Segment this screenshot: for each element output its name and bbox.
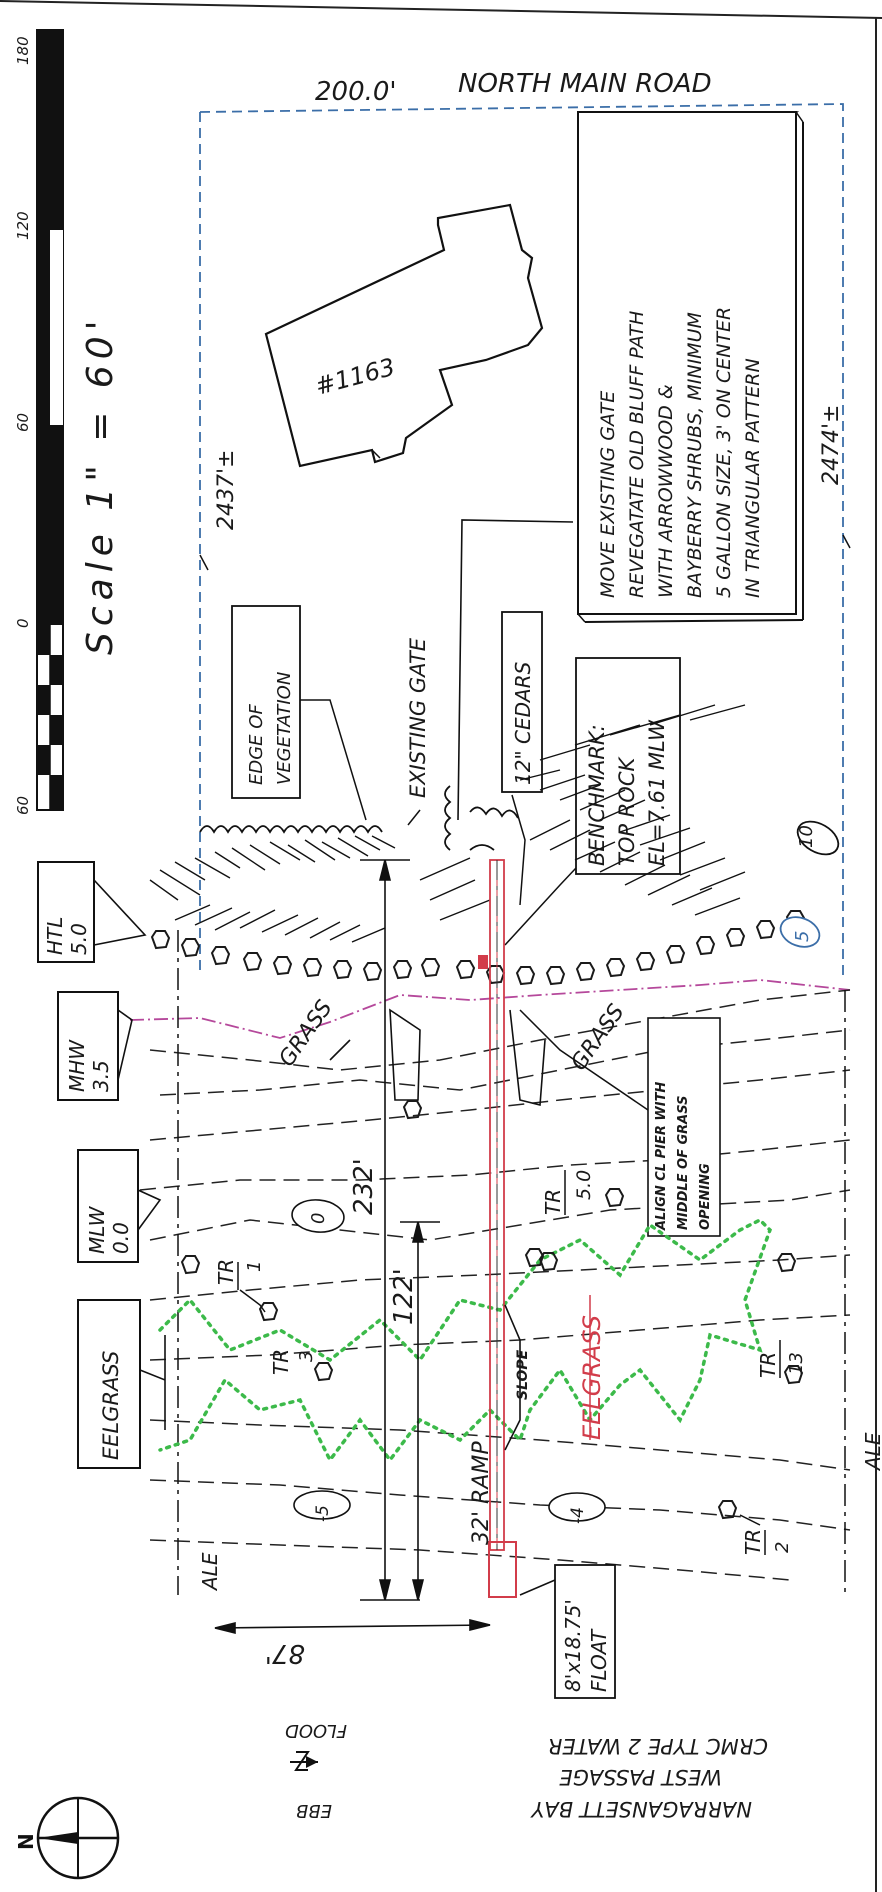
benchmark-line1: BENCHMARK: xyxy=(585,724,609,866)
tr1-value: 1 xyxy=(244,1261,265,1272)
scale-bar: 60 0 60 120 180 Scale 1" = 60' xyxy=(14,29,121,815)
contour-label-neg5: -5 xyxy=(313,1505,333,1522)
tr13-value: 13 xyxy=(786,1352,807,1375)
tree-labels: TR 1 TR 3 TR 5.0 TR 13 TR 2 xyxy=(214,1170,807,1555)
align-line3: OPENING xyxy=(698,1163,713,1230)
contour-label-neg4: -4 xyxy=(568,1507,588,1524)
ebb-label: EBB xyxy=(296,1800,332,1821)
north-label: N xyxy=(14,1833,38,1850)
mhw-value: 3.5 xyxy=(89,1060,113,1092)
ramp-label: 32' RAMP xyxy=(469,1441,494,1545)
passage-label: WEST PASSAGE xyxy=(559,1765,722,1789)
float-box xyxy=(554,1564,616,1699)
tr3-label: TR xyxy=(269,1349,293,1375)
bluff-hatching xyxy=(149,704,746,943)
cedars-box xyxy=(501,611,543,793)
eelgrass-zone xyxy=(158,1217,773,1464)
dimension-lines xyxy=(214,859,491,1635)
scale-tick-0: 0 xyxy=(14,618,32,628)
slope-label: SLOPE xyxy=(515,1349,531,1400)
tr3-value: 3 xyxy=(296,1351,317,1362)
eelgrass-name: EELGRASS xyxy=(99,1351,123,1460)
scale-tick-120: 120 xyxy=(14,211,32,240)
edge-veg-line1: EDGE OF xyxy=(246,704,267,785)
flood-label: FLOOD xyxy=(285,1720,347,1741)
mhw-line xyxy=(129,979,851,1039)
note-line-4: BAYBERRY SHRUBS, MINIMUM xyxy=(684,312,706,598)
crmc-label: CRMC TYPE 2 WATER xyxy=(548,1734,768,1758)
float-size: 8'x18.75' xyxy=(561,1599,585,1692)
grass-opening xyxy=(329,1008,546,1107)
bay-label: NARRAGANSETT BAY xyxy=(529,1797,752,1821)
note-line-6: IN TRIANGULAR PATTERN xyxy=(742,358,764,598)
property-boundary xyxy=(199,103,844,980)
note-line-5: 5 GALLON SIZE, 3' ON CENTER xyxy=(713,307,735,598)
house-footprint: #1163 xyxy=(264,203,544,468)
note-line-2: REVEGATATE OLD BLUFF PATH xyxy=(626,311,648,598)
edge-veg-line2: VEGETATION xyxy=(274,672,295,785)
note-line-1: MOVE EXISTING GATE xyxy=(597,391,619,598)
benchmark-line2: TOP ROCK xyxy=(615,756,639,866)
tr2-value: 2 xyxy=(772,1542,793,1553)
boundary-left: 2437'± xyxy=(214,450,239,530)
align-line2: MIDDLE OF GRASS xyxy=(676,1095,691,1230)
scale-tick-180: 180 xyxy=(14,36,32,65)
ale-left-label: ALE xyxy=(198,1552,222,1592)
align-pier-box xyxy=(647,1017,721,1237)
mlw-name: MLW xyxy=(85,1205,109,1254)
existing-gate-label: EXISTING GATE xyxy=(406,637,430,798)
scale-tick-60: 60 xyxy=(14,413,32,432)
boundary-right: 2474'± xyxy=(819,405,844,485)
cedars-label: 12" CEDARS xyxy=(511,661,535,785)
scale-tick-60-left: 60 xyxy=(14,796,32,815)
mhw-name: MHW xyxy=(65,1039,89,1092)
htl-value: 5.0 xyxy=(67,923,91,955)
benchmark-line3: EL=7.61 MLW xyxy=(645,719,669,866)
tidal-labels: HTL 5.0 MHW 3.5 MLW 0.0 EELGRASS xyxy=(37,861,166,1469)
eelgrass-red-label: EELGRASS xyxy=(578,1315,606,1440)
tr1-label: TR xyxy=(214,1259,238,1285)
htl-name: HTL xyxy=(43,917,67,955)
contour-label-0: 0 xyxy=(308,1213,329,1224)
contour-label-10: 10 xyxy=(796,825,817,848)
ale-right-label: ALE xyxy=(861,1432,882,1472)
tide-indicator: FLOOD EBB xyxy=(285,1720,347,1821)
note-line-3: WITH ARROWWOOD & xyxy=(655,384,677,598)
gate-note-box: MOVE EXISTING GATE REVEGATATE OLD BLUFF … xyxy=(577,111,804,623)
tr13-label: TR xyxy=(756,1352,780,1378)
tr5-label: TR xyxy=(541,1189,565,1215)
scale-label: Scale 1" = 60' xyxy=(80,314,121,655)
mlw-value: 0.0 xyxy=(109,1222,133,1254)
grass-label-2: GRASS xyxy=(566,1000,629,1075)
sheet-border-top xyxy=(0,0,882,19)
tr2-label: TR xyxy=(741,1529,765,1555)
rock-row xyxy=(151,910,805,985)
north-arrow: N xyxy=(14,1796,120,1880)
contour-lines xyxy=(139,989,851,1581)
dim-232: 232' xyxy=(349,1158,379,1215)
road-frontage: 200.0' xyxy=(315,77,397,107)
vegetation-edge xyxy=(199,825,383,834)
align-line1: ALIGN CL PIER WITH xyxy=(654,1082,669,1231)
edge-veg-box xyxy=(231,605,301,799)
dim-87: 87' xyxy=(265,1638,305,1668)
grass-label-1: GRASS xyxy=(274,996,337,1071)
float-word: FLOAT xyxy=(587,1628,611,1692)
road-name: NORTH MAIN ROAD xyxy=(458,69,712,99)
note-leader xyxy=(457,519,574,821)
contour-label-5: 5 xyxy=(792,931,813,942)
dim-122: 122' xyxy=(389,1268,419,1325)
tr5-value: 5.0 xyxy=(573,1170,595,1200)
